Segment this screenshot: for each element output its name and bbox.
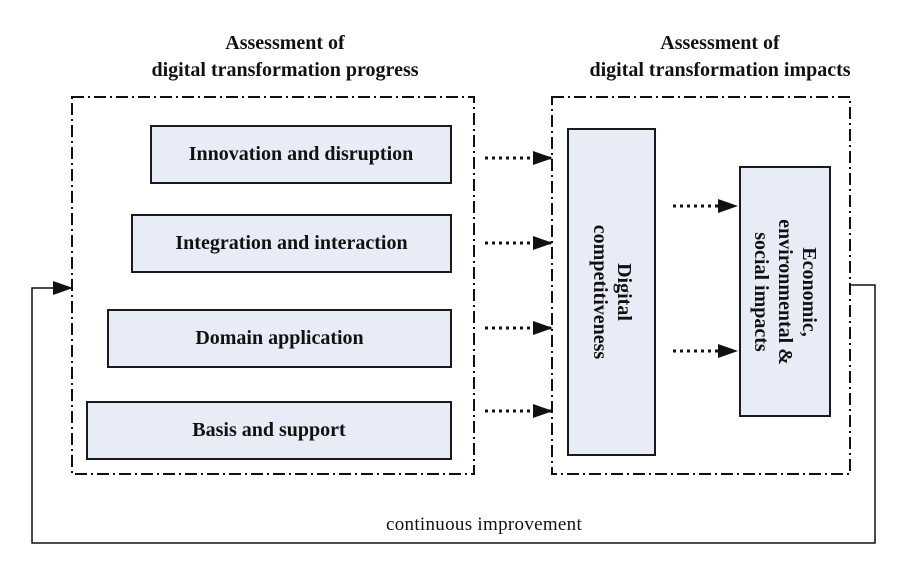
impacts-section-title: Assessment of digital transformation imp… — [545, 30, 895, 84]
impacts-title-line2: digital transformation impacts — [589, 59, 851, 81]
continuous-improvement-label: continuous improvement — [386, 514, 583, 535]
progress-title-line1: Assessment of — [225, 32, 345, 54]
digital-competitiveness-box: Digital competitiveness — [567, 128, 656, 456]
impacts-label: Economic, environmental & social impacts — [749, 219, 821, 365]
impacts-line1: Economic, — [798, 246, 820, 337]
progress-section-title: Assessment of digital transformation pro… — [110, 30, 460, 84]
impacts-line3: social impacts — [750, 231, 772, 352]
competitiveness-line1: Digital — [612, 263, 635, 321]
impacts-title-line1: Assessment of — [660, 32, 780, 54]
dimension-integration-and-interaction: Integration and interaction — [131, 214, 452, 273]
dimension-domain-application: Domain application — [107, 309, 452, 368]
impacts-box: Economic, environmental & social impacts — [739, 166, 831, 417]
feedback-loop-line — [31, 281, 876, 544]
competitiveness-line2: competitiveness — [588, 224, 611, 360]
progress-title-line2: digital transformation progress — [151, 59, 419, 81]
dimension-basis-and-support: Basis and support — [86, 401, 452, 460]
impacts-line2: environmental & — [774, 218, 796, 365]
dimension-innovation-and-disruption: Innovation and disruption — [150, 125, 452, 184]
digital-competitiveness-label: Digital competitiveness — [588, 225, 636, 359]
